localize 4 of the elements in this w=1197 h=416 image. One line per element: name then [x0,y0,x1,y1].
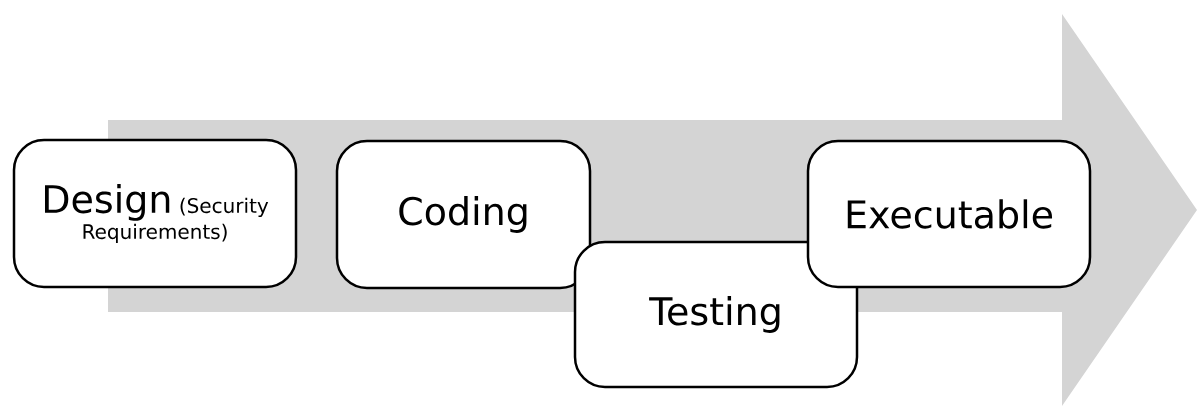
process-box: Testing [573,240,859,389]
process-box: Coding [335,139,592,290]
process-box: Design (Security Requirements) [12,138,298,289]
process-box: Executable [806,139,1092,289]
